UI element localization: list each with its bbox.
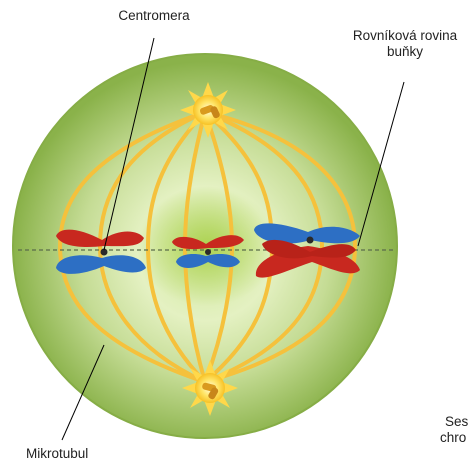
- label-sister-chromatids-line2: chro: [440, 430, 466, 446]
- label-sister-chromatids-line1: Ses: [445, 414, 468, 430]
- centrosome-bottom: [182, 360, 238, 416]
- label-centromere: Centromera: [104, 8, 204, 24]
- centrosome-top: [180, 82, 236, 138]
- centromere: [307, 237, 314, 244]
- label-equatorial-plane-line1: Rovníková rovina: [338, 28, 471, 44]
- centromere: [205, 249, 211, 255]
- label-microtubule: Mikrotubul: [26, 446, 88, 462]
- label-equatorial-plane-line2: buňky: [338, 44, 471, 60]
